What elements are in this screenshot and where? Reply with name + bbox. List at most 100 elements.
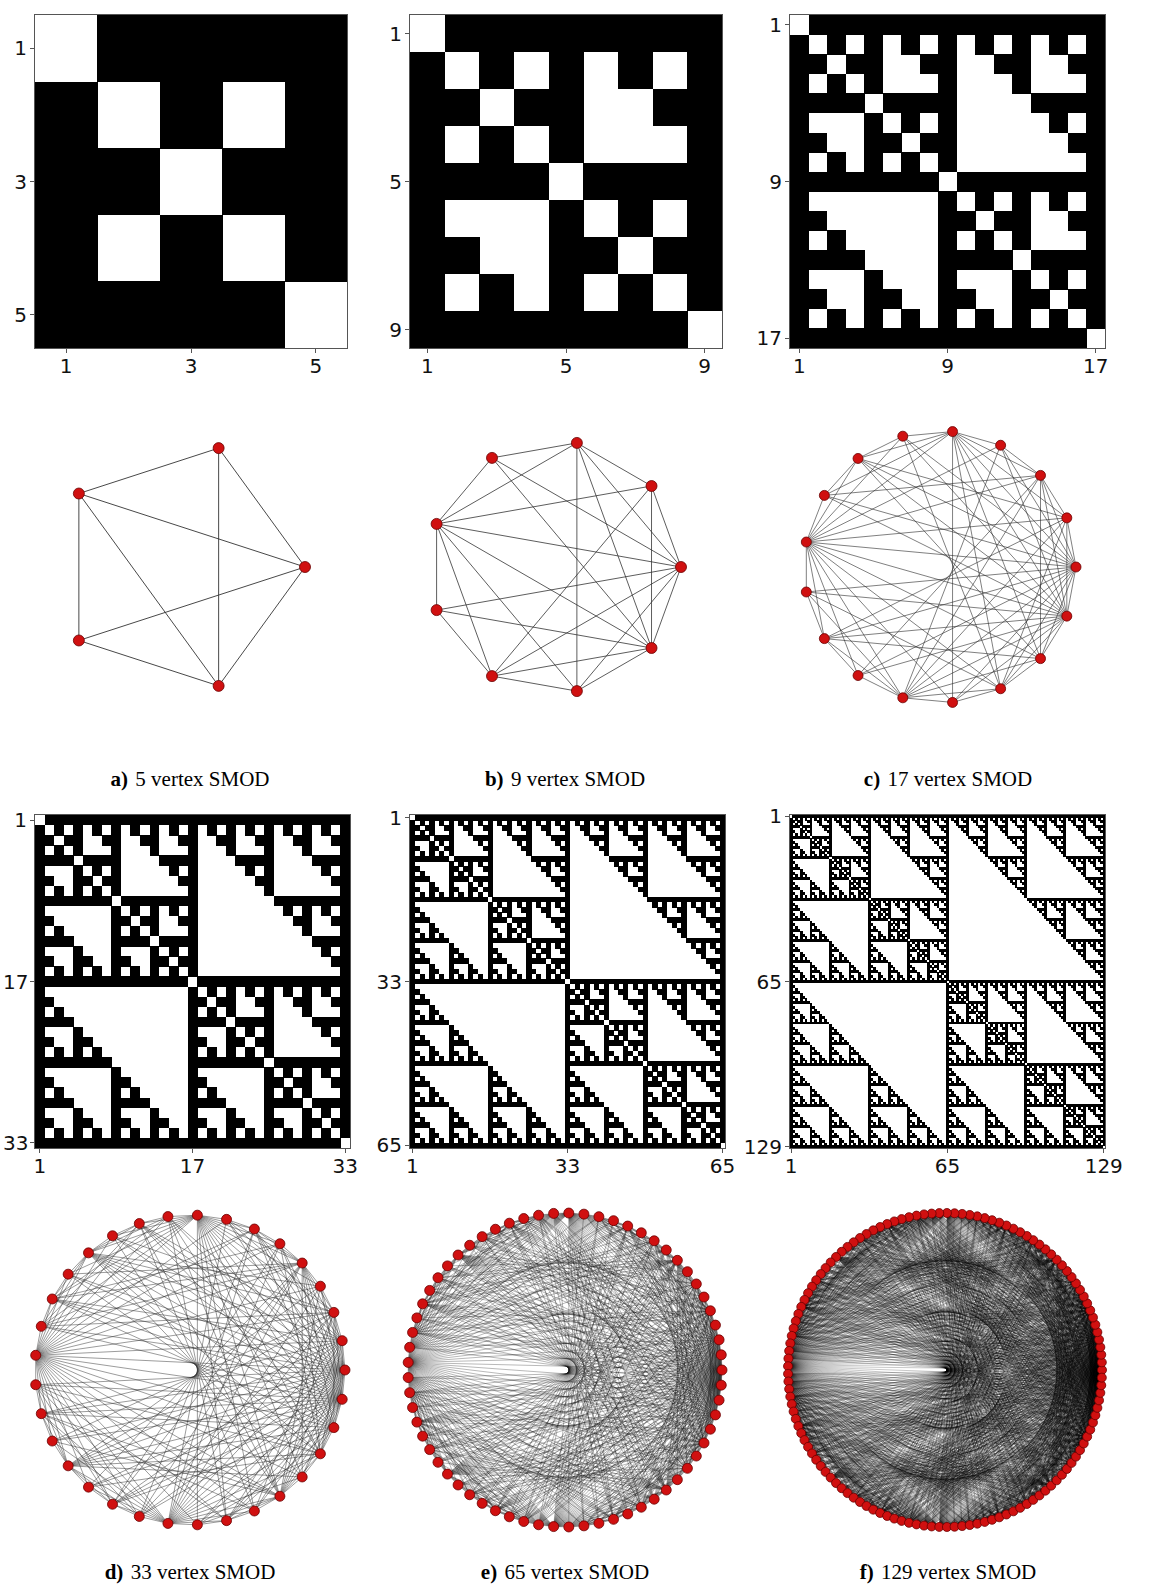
matrix-cell bbox=[604, 994, 609, 1000]
matrix-cell bbox=[488, 902, 493, 908]
matrix-cell bbox=[526, 953, 531, 959]
matrix-cell bbox=[1068, 133, 1105, 153]
matrix-cell bbox=[985, 818, 988, 821]
matrix-cell bbox=[549, 274, 584, 311]
graph-vertex bbox=[405, 1388, 415, 1398]
matrix-cell bbox=[623, 861, 628, 867]
matrix-cell bbox=[102, 835, 121, 845]
matrix-cell bbox=[868, 911, 871, 914]
matrix-cell bbox=[980, 828, 983, 831]
matrix-cell bbox=[1022, 820, 1027, 823]
matrix-cell bbox=[604, 1046, 609, 1052]
matrix-cell bbox=[1022, 892, 1027, 895]
matrix-cell bbox=[790, 54, 827, 74]
matrix-cell bbox=[653, 237, 723, 274]
matrix-cell bbox=[188, 1047, 198, 1057]
matrix-cell bbox=[873, 905, 876, 908]
matrix-cell bbox=[944, 841, 949, 844]
matrix-cell bbox=[255, 835, 274, 845]
axis-tick bbox=[722, 1148, 723, 1153]
matrix-cell bbox=[710, 1128, 715, 1134]
matrix-cell bbox=[829, 892, 834, 895]
axis-tick bbox=[785, 338, 790, 339]
matrix-cell bbox=[169, 966, 179, 976]
matrix-cell bbox=[905, 851, 910, 854]
matrix-cell bbox=[92, 825, 102, 835]
matrix-cell bbox=[939, 908, 949, 911]
matrix-cell bbox=[827, 841, 832, 844]
matrix-cell bbox=[643, 861, 648, 867]
matrix-cell bbox=[810, 880, 813, 883]
matrix-cell bbox=[691, 820, 696, 826]
matrix-cell bbox=[790, 846, 800, 849]
matrix-cell bbox=[907, 838, 910, 841]
matrix-cell bbox=[575, 1076, 580, 1082]
matrix-cell bbox=[92, 1128, 102, 1138]
matrix-cell bbox=[858, 838, 861, 841]
matrix-cell bbox=[1103, 874, 1106, 877]
matrix-cell bbox=[985, 843, 988, 846]
matrix-cell bbox=[827, 230, 846, 250]
matrix-cell bbox=[565, 1025, 570, 1031]
matrix-cell bbox=[488, 1066, 493, 1072]
matrix-cell bbox=[966, 818, 969, 821]
matrix-cell bbox=[488, 1128, 493, 1134]
matrix-cell bbox=[954, 820, 959, 823]
graph-vertex bbox=[672, 1255, 682, 1265]
matrix-cell bbox=[706, 1040, 726, 1046]
matrix-cell bbox=[1093, 880, 1096, 883]
matrix-cell bbox=[922, 869, 925, 872]
matrix-cell bbox=[907, 911, 910, 914]
matrix-cell bbox=[1042, 820, 1047, 823]
matrix-cell bbox=[1022, 882, 1027, 885]
matrix-cell bbox=[900, 825, 910, 828]
matrix-cell bbox=[1063, 838, 1066, 841]
matrix-cell bbox=[917, 859, 920, 862]
matrix-cell bbox=[73, 1037, 92, 1047]
matrix-cell bbox=[1024, 833, 1027, 836]
axis-tick bbox=[30, 1142, 35, 1143]
matrix-cell bbox=[691, 1066, 696, 1072]
graph-vertex bbox=[412, 1417, 422, 1427]
matrix-cell bbox=[905, 903, 910, 906]
matrix-cell bbox=[834, 818, 837, 821]
matrix-cell bbox=[643, 851, 648, 857]
matrix-cell bbox=[790, 851, 795, 854]
matrix-cell bbox=[604, 1117, 609, 1123]
matrix-cell bbox=[546, 820, 551, 826]
matrix-cell bbox=[188, 906, 198, 916]
matrix-cell bbox=[912, 900, 915, 903]
matrix-cell bbox=[468, 830, 473, 836]
matrix-cell bbox=[235, 1017, 274, 1027]
graph-vertex bbox=[519, 1516, 529, 1526]
matrix-cell bbox=[73, 1108, 83, 1118]
matrix-cell bbox=[1088, 900, 1091, 903]
matrix-cell bbox=[672, 1066, 677, 1072]
matrix-cell bbox=[483, 825, 493, 831]
matrix-cell bbox=[839, 874, 842, 877]
matrix-cell bbox=[790, 289, 827, 309]
matrix-cell bbox=[819, 838, 822, 841]
matrix-cell bbox=[488, 1081, 508, 1087]
matrix-cell bbox=[868, 818, 871, 821]
matrix-cell bbox=[800, 911, 803, 914]
matrix-cell bbox=[188, 1077, 207, 1087]
matrix-cell bbox=[1005, 874, 1008, 877]
matrix-cell bbox=[895, 820, 900, 823]
matrix-cell bbox=[1103, 833, 1106, 836]
matrix-cell bbox=[866, 892, 871, 895]
matrix-cell bbox=[188, 1067, 198, 1077]
matrix-cell bbox=[1056, 846, 1066, 849]
matrix-cell bbox=[800, 892, 805, 895]
matrix-cell bbox=[420, 1076, 425, 1082]
matrix-cell bbox=[473, 876, 493, 882]
matrix-cell bbox=[488, 943, 493, 949]
matrix-cell bbox=[1093, 864, 1096, 867]
matrix-cell bbox=[150, 845, 160, 855]
matrix-cell bbox=[701, 1138, 706, 1144]
matrix-cell bbox=[35, 845, 45, 855]
matrix-cell bbox=[245, 1128, 255, 1138]
matrix-cell bbox=[507, 830, 512, 836]
matrix-cell bbox=[410, 846, 420, 852]
matrix-cell bbox=[858, 859, 861, 862]
